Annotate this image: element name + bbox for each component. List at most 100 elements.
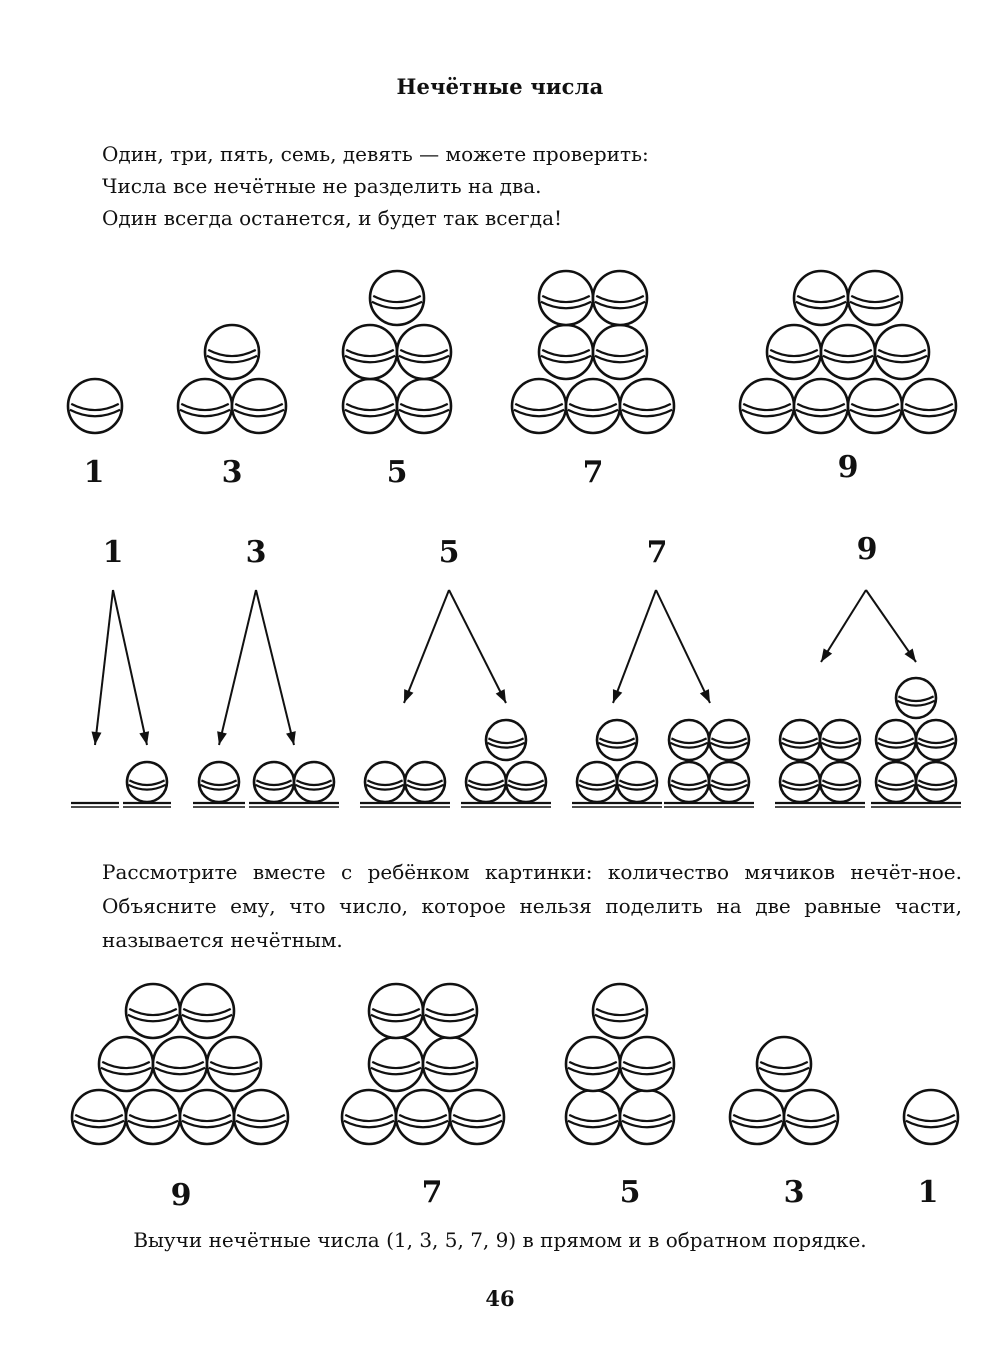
- ball-icon: [124, 982, 182, 1040]
- ball-icon: [564, 1035, 622, 1093]
- ball-icon: [421, 982, 479, 1040]
- ball-icon: [818, 760, 862, 804]
- ball-icon: [707, 760, 751, 804]
- ball-icon: [728, 1088, 786, 1146]
- bottom-number-5: 5: [619, 1175, 641, 1210]
- top-number-9: 9: [837, 450, 859, 485]
- arrow-icon: [91, 589, 114, 746]
- ball-icon: [151, 1035, 209, 1093]
- split-number-7: 7: [646, 535, 668, 570]
- ball-icon: [900, 377, 958, 435]
- arrow-icon: [865, 589, 917, 663]
- ball-icon: [792, 377, 850, 435]
- ball-icon: [252, 760, 296, 804]
- arrow-icon: [255, 589, 296, 746]
- ball-icon: [667, 718, 711, 762]
- arrow-icon: [655, 589, 711, 704]
- arrow-icon: [448, 589, 507, 704]
- top-number-5: 5: [386, 455, 408, 490]
- ball-icon: [818, 718, 862, 762]
- ball-icon: [738, 377, 796, 435]
- ball-icon: [232, 1088, 290, 1146]
- ball-icon: [575, 760, 619, 804]
- ball-icon: [819, 323, 877, 381]
- ball-icon: [595, 718, 639, 762]
- ball-icon: [97, 1035, 155, 1093]
- bottom-number-9: 9: [170, 1178, 192, 1213]
- ball-icon: [846, 377, 904, 435]
- bottom-number-3: 3: [783, 1175, 805, 1210]
- ball-icon: [125, 760, 169, 804]
- top-number-7: 7: [582, 455, 604, 490]
- ball-icon: [778, 718, 822, 762]
- ball-icon: [618, 1035, 676, 1093]
- top-number-3: 3: [221, 455, 243, 490]
- ball-icon: [618, 377, 676, 435]
- arrow-icon: [612, 589, 657, 704]
- ball-icon: [782, 1088, 840, 1146]
- ball-icon: [564, 377, 622, 435]
- bottom-number-7: 7: [421, 1175, 443, 1210]
- ball-icon: [421, 1035, 479, 1093]
- ball-icon: [341, 377, 399, 435]
- ball-icon: [340, 1088, 398, 1146]
- ball-icon: [178, 982, 236, 1040]
- arrow-icon: [403, 589, 450, 704]
- ball-icon: [504, 760, 548, 804]
- ball-icon: [537, 269, 595, 327]
- ball-icon: [203, 323, 261, 381]
- ball-icon: [395, 377, 453, 435]
- ball-icon: [873, 323, 931, 381]
- ball-icon: [874, 718, 918, 762]
- ball-icon: [403, 760, 447, 804]
- bottom-number-1: 1: [917, 1175, 939, 1210]
- ball-icon: [894, 676, 938, 720]
- ball-icon: [874, 760, 918, 804]
- poem: Один, три, пять, семь, девять — можете п…: [102, 138, 649, 234]
- split-number-3: 3: [245, 535, 267, 570]
- ball-icon: [395, 323, 453, 381]
- ball-icon: [368, 269, 426, 327]
- ball-icon: [591, 982, 649, 1040]
- ball-icon: [66, 377, 124, 435]
- ball-icon: [707, 718, 751, 762]
- ball-icon: [902, 1088, 960, 1146]
- poem-line-1: Один, три, пять, семь, девять — можете п…: [102, 142, 649, 166]
- ball-icon: [70, 1088, 128, 1146]
- ball-icon: [178, 1088, 236, 1146]
- ball-icon: [510, 377, 568, 435]
- ball-icon: [230, 377, 288, 435]
- ball-icon: [464, 760, 508, 804]
- page-title: Нечётные числа: [396, 74, 604, 99]
- split-number-5: 5: [438, 535, 460, 570]
- ball-icon: [484, 718, 528, 762]
- ball-icon: [591, 269, 649, 327]
- page-number: 46: [485, 1286, 515, 1311]
- task-text: Выучи нечётные числа (1, 3, 5, 7, 9) в п…: [133, 1228, 867, 1252]
- ball-icon: [197, 760, 241, 804]
- ball-icon: [667, 760, 711, 804]
- ball-icon: [618, 1088, 676, 1146]
- split-number-1: 1: [102, 535, 124, 570]
- ball-icon: [778, 760, 822, 804]
- ball-icon: [124, 1088, 182, 1146]
- arrow-icon: [112, 589, 150, 746]
- top-number-1: 1: [83, 455, 105, 490]
- ball-icon: [755, 1035, 813, 1093]
- ball-icon: [367, 982, 425, 1040]
- split-number-9: 9: [856, 532, 878, 567]
- ball-icon: [448, 1088, 506, 1146]
- arrow-icon: [820, 589, 867, 663]
- ball-icon: [564, 1088, 622, 1146]
- ball-icon: [363, 760, 407, 804]
- ball-icon: [205, 1035, 263, 1093]
- ball-icon: [591, 323, 649, 381]
- ball-icon: [176, 377, 234, 435]
- ball-icon: [341, 323, 399, 381]
- ball-icon: [846, 269, 904, 327]
- ball-icon: [537, 323, 595, 381]
- ball-icon: [792, 269, 850, 327]
- ball-icon: [914, 760, 958, 804]
- poem-line-3: Один всегда останется, и будет так всегд…: [102, 206, 563, 230]
